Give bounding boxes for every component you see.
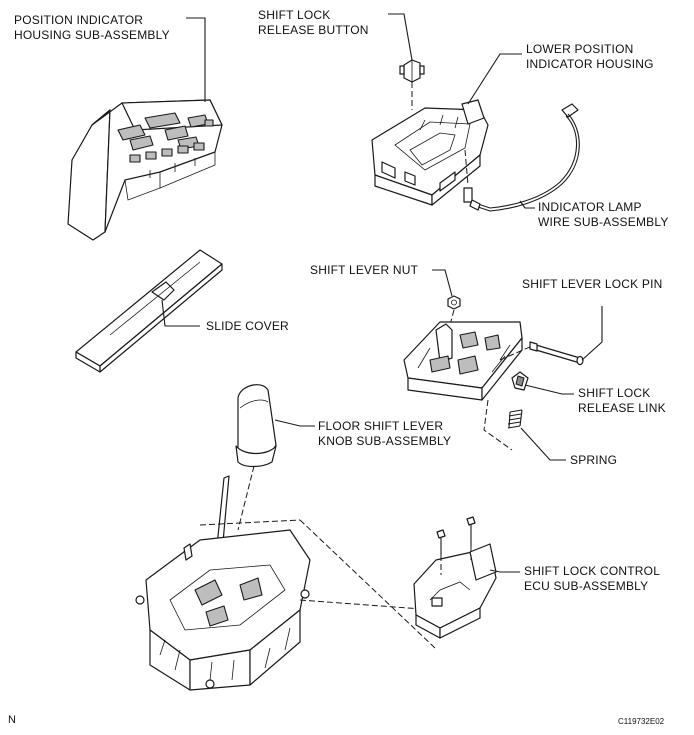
- label-position-indicator-housing: POSITION INDICATOR HOUSING SUB-ASSEMBLY: [14, 13, 170, 43]
- shift-lever-base-part: [135, 475, 436, 691]
- label-line: RELEASE BUTTON: [258, 23, 369, 37]
- label-line: POSITION INDICATOR: [14, 13, 144, 27]
- label-line: ECU SUB-ASSEMBLY: [524, 579, 649, 593]
- label-line: SHIFT LOCK: [258, 8, 331, 22]
- label-line: LOWER POSITION: [526, 42, 634, 56]
- label-line: SHIFT LOCK: [578, 386, 651, 400]
- label-lower-position-indicator-housing: LOWER POSITION INDICATOR HOUSING: [526, 42, 654, 72]
- floor-shift-lever-knob-part: [235, 384, 277, 531]
- shift-lever-nut-part: [447, 295, 461, 326]
- indicator-lamp-wire-part: [463, 103, 580, 212]
- label-line: FLOOR SHIFT LEVER: [318, 419, 444, 433]
- label-line: KNOB SUB-ASSEMBLY: [318, 434, 452, 448]
- shift-lever-lock-pin-part: [529, 341, 584, 366]
- label-line: SHIFT LEVER LOCK PIN: [522, 277, 663, 291]
- figure-code: C119732E02: [618, 717, 665, 726]
- label-line: WIRE SUB-ASSEMBLY: [538, 215, 669, 229]
- label-line: SHIFT LOCK CONTROL: [524, 564, 661, 578]
- label-indicator-lamp-wire: INDICATOR LAMP WIRE SUB-ASSEMBLY: [538, 200, 669, 230]
- shift-lock-control-ecu-part: [413, 516, 497, 639]
- label-shift-lever-lock-pin: SHIFT LEVER LOCK PIN: [522, 277, 662, 292]
- shift-lock-release-button-part: [399, 59, 425, 110]
- label-line: RELEASE LINK: [578, 401, 666, 415]
- label-shift-lock-control-ecu: SHIFT LOCK CONTROL ECU SUB-ASSEMBLY: [524, 564, 660, 594]
- shift-lock-release-link-part: [511, 371, 529, 391]
- label-line: SLIDE COVER: [206, 319, 289, 333]
- label-line: INDICATOR HOUSING: [526, 57, 654, 71]
- shift-lever-plate-part: [403, 321, 533, 451]
- lower-position-indicator-housing-part: [371, 99, 489, 206]
- label-floor-shift-lever-knob: FLOOR SHIFT LEVER KNOB SUB-ASSEMBLY: [318, 419, 451, 449]
- spring-part: [507, 409, 523, 429]
- orientation-mark: N: [8, 714, 16, 726]
- leader-lines: [161, 13, 603, 573]
- label-line: HOUSING SUB-ASSEMBLY: [14, 28, 170, 42]
- slide-cover-part: [75, 249, 223, 373]
- label-line: INDICATOR LAMP: [538, 200, 642, 214]
- label-spring: SPRING: [570, 453, 617, 468]
- label-line: SPRING: [570, 453, 618, 467]
- label-line: SHIFT LEVER NUT: [310, 263, 419, 277]
- position-indicator-housing-part: [67, 99, 223, 241]
- label-slide-cover: SLIDE COVER: [206, 319, 289, 334]
- label-shift-lever-nut: SHIFT LEVER NUT: [310, 263, 418, 278]
- label-shift-lock-release-link: SHIFT LOCK RELEASE LINK: [578, 386, 666, 416]
- label-shift-lock-release-button: SHIFT LOCK RELEASE BUTTON: [258, 8, 369, 38]
